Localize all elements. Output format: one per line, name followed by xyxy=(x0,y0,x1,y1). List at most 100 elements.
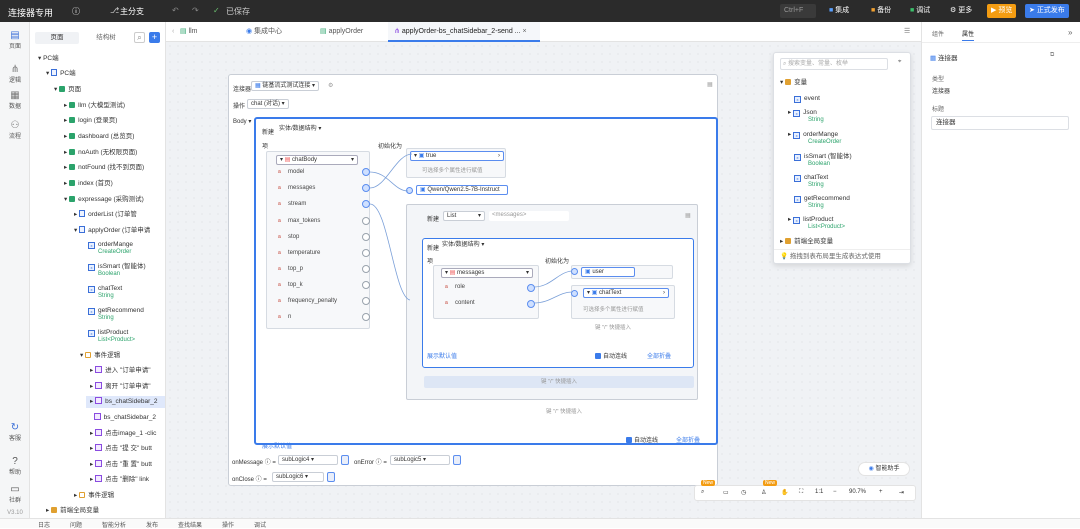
type-select[interactable]: 实体/数据结构 ▾ xyxy=(276,125,325,135)
frontend-vars-group[interactable]: ▸ 前端全局变量 xyxy=(780,238,834,245)
tab-attributes[interactable]: 属性 xyxy=(962,29,975,41)
preview-button[interactable]: ▶ 预览 xyxy=(987,4,1017,18)
onerror-sublogic[interactable]: subLogic5 ▾ xyxy=(390,455,450,465)
port-messages[interactable] xyxy=(362,184,370,192)
add-button[interactable]: + xyxy=(149,32,160,43)
tree-item[interactable]: ▾ PC端 xyxy=(46,69,76,77)
onmessage-toggle[interactable] xyxy=(341,455,349,465)
variables-group[interactable]: ▾ 变量 xyxy=(780,79,808,86)
onmessage-sublogic[interactable]: subLogic4 ▾ xyxy=(278,455,338,465)
tab-publish[interactable]: 发布 xyxy=(146,523,159,529)
collapse-all-link[interactable]: 全部折叠 xyxy=(647,354,672,360)
user-icon[interactable]: ♙ xyxy=(761,490,767,496)
node-menu-icon[interactable]: ▦ xyxy=(707,82,713,88)
port-content-value[interactable] xyxy=(571,290,578,297)
variable-search-input[interactable]: ⌕ 搜索变量、常量、枚举 xyxy=(780,58,888,70)
tree-item[interactable]: ▸ login (登录页) xyxy=(64,117,118,124)
port-frequency-penalty[interactable] xyxy=(362,297,370,305)
tree-item[interactable]: ▸ dashboard (总览页) xyxy=(64,133,135,140)
chatbody-select[interactable]: ▾ ▤ chatBody▾ xyxy=(276,155,358,165)
tree-event[interactable]: ▸ 离开 "订单申请" xyxy=(90,382,151,390)
global-search[interactable]: Ctrl+F xyxy=(780,4,816,18)
more-button[interactable]: ⚙ 更多 xyxy=(950,7,973,14)
tree-event[interactable]: ▸ 进入 "订单申请" xyxy=(90,366,151,374)
help-nav[interactable]: ?帮助 xyxy=(0,456,30,476)
model-value[interactable]: ▣ Qwen/Qwen2.5-7B-Instruct xyxy=(416,185,508,195)
tree-event[interactable]: bs_chatSidebar_2 xyxy=(90,412,156,424)
branch-select[interactable]: 主分支 xyxy=(120,7,144,16)
tab-llm[interactable]: ▤ llm xyxy=(180,28,198,35)
copy-icon[interactable]: ⧉ xyxy=(1050,52,1055,58)
reset-zoom-icon[interactable]: 1:1 xyxy=(815,489,824,495)
tree-item[interactable]: ▸ noAuth (无权限页面) xyxy=(64,149,138,156)
tree-event[interactable]: ▸ 点击 "删除" link xyxy=(90,475,150,483)
zoom-in-icon[interactable]: + xyxy=(879,489,883,495)
tab-integration[interactable]: ◉ 集成中心 xyxy=(246,28,283,35)
onclose-toggle[interactable] xyxy=(327,472,335,482)
redo-icon[interactable]: ↷ xyxy=(192,6,199,15)
assistant-button[interactable]: ◉ 智能助手 xyxy=(858,462,910,476)
expand-icon[interactable]: » xyxy=(1068,28,1073,37)
tree-item[interactable]: ▸ llm (大模型测试) xyxy=(64,102,126,109)
tree-event[interactable]: ▸ 点击 "提 交" butt xyxy=(90,444,152,452)
publish-button[interactable]: ➤ 正式发布 xyxy=(1025,4,1069,18)
port-stop[interactable] xyxy=(362,233,370,241)
list-menu-icon[interactable]: ▦ xyxy=(685,213,691,219)
role-user-value[interactable]: ▣ user xyxy=(581,267,635,277)
close-icon[interactable]: × xyxy=(522,28,527,35)
comment-icon[interactable]: ▭ xyxy=(723,490,729,496)
tree-item[interactable]: ▾ PC端 xyxy=(38,55,59,62)
fit-icon[interactable]: ⛶ xyxy=(799,489,804,495)
port-temperature[interactable] xyxy=(362,249,370,257)
tree-item[interactable]: ▾ applyOrder (订单申请 xyxy=(74,226,151,234)
tree-item[interactable]: ▾ 事件逻辑 xyxy=(80,352,121,359)
page-nav[interactable]: ▤页面 xyxy=(0,30,30,50)
tree-event[interactable]: ▸ 点击image_1 -clic xyxy=(90,429,157,437)
show-defaults-link[interactable]: 展示默认值 xyxy=(262,444,293,450)
undo-icon[interactable]: ↶ xyxy=(172,6,179,15)
tab-problems[interactable]: 问题 xyxy=(70,523,83,529)
port-stream[interactable] xyxy=(362,200,370,208)
auto-wire-toggle[interactable]: 自动连线 xyxy=(595,351,627,360)
list-quick-insert[interactable]: 键 "/" 快捷插入 xyxy=(424,376,694,388)
tab-components[interactable]: 组件 xyxy=(932,32,945,38)
community-nav[interactable]: ▭社群 xyxy=(0,484,30,504)
hand-icon[interactable]: ✋ xyxy=(781,490,789,496)
backup-button[interactable]: ■ 备份 xyxy=(871,7,892,14)
port-content[interactable] xyxy=(527,300,535,308)
tree-item[interactable]: ▸ 前端全局变量 xyxy=(46,507,100,514)
pin-icon[interactable]: ⌖ xyxy=(898,59,902,65)
collapse-panel-icon[interactable]: ⇥ xyxy=(899,490,905,496)
operation-select[interactable]: chat (对话) ▾ xyxy=(247,99,289,109)
tabs-scroll-left[interactable]: ‹ xyxy=(172,28,175,35)
history-icon[interactable]: ◷ xyxy=(741,490,747,496)
tab-find-results[interactable]: 查找结果 xyxy=(178,523,203,529)
tree-item[interactable]: ▸ orderList (订单管 xyxy=(74,210,137,218)
onerror-toggle[interactable] xyxy=(453,455,461,465)
item-type-select[interactable]: 实体/数据结构 ▾ xyxy=(439,241,488,251)
auto-wire-toggle[interactable]: 自动连线 xyxy=(626,435,658,444)
onclose-sublogic[interactable]: subLogic6 ▾ xyxy=(272,472,324,482)
data-nav[interactable]: ▦数据 xyxy=(0,90,30,110)
process-nav[interactable]: ⚇流程 xyxy=(0,120,30,140)
tree-item[interactable]: ▸ 事件逻辑 xyxy=(74,492,115,499)
tree-item[interactable]: ▸ index (首页) xyxy=(64,180,113,187)
